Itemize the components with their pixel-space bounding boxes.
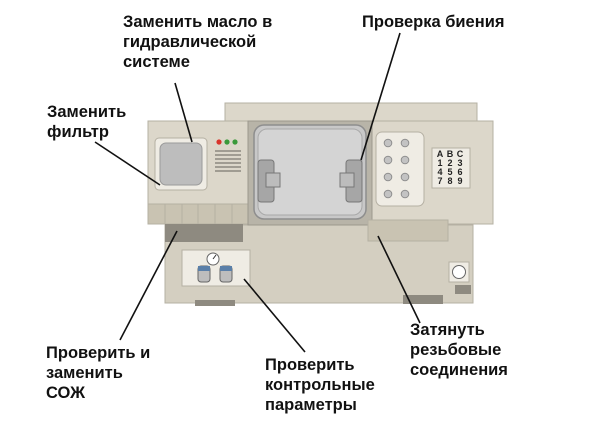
leader-lines — [94, 32, 421, 353]
coolant-cap-right — [220, 266, 232, 271]
label-check-control-params: Проверить контрольные параметры — [265, 356, 375, 414]
machine-top-cap — [224, 102, 478, 124]
keypad-key: 4 — [437, 167, 442, 177]
led-green — [224, 139, 230, 145]
chuck-left — [265, 172, 281, 188]
leader-threaded-joints — [377, 235, 421, 324]
keypad-key: 2 — [447, 158, 452, 168]
leader-runout — [360, 32, 401, 161]
foot-left — [195, 300, 235, 306]
keypad-key: 1 — [437, 158, 442, 168]
foot-side — [455, 285, 471, 294]
label-check-runout: Проверка биения — [362, 13, 505, 31]
foot-right — [403, 295, 443, 304]
keypad-key: 5 — [447, 167, 452, 177]
coolant-cap-left — [198, 266, 210, 271]
keypad-key: 6 — [457, 167, 462, 177]
chuck-right — [339, 172, 355, 188]
keypad-key: 9 — [457, 176, 462, 186]
keypad-key: B — [447, 149, 454, 159]
keypad-key: 8 — [447, 176, 452, 186]
keypad-key: 7 — [437, 176, 442, 186]
keypad-key: A — [437, 149, 444, 159]
keypad-key: 3 — [457, 158, 462, 168]
screen-display — [159, 142, 203, 186]
button-panel — [375, 131, 425, 207]
label-check-replace-coolant: Проверить и заменить СОЖ — [46, 344, 151, 402]
keypad — [431, 147, 471, 189]
led-red — [216, 139, 222, 145]
keypad-key: C — [457, 149, 464, 159]
leader-filter — [94, 141, 161, 186]
power-button — [452, 265, 466, 279]
label-tighten-threaded-joints: Затянуть резьбовые соединения — [410, 321, 508, 379]
label-replace-filter: Заменить фильтр — [47, 103, 127, 141]
led-green-2 — [232, 139, 238, 145]
button-grid — [383, 138, 410, 199]
lower-right-block — [367, 219, 449, 242]
vent-grille — [215, 150, 241, 172]
lower-left-block — [165, 224, 243, 242]
leader-hydraulic-oil — [174, 82, 193, 143]
leader-control-params — [243, 278, 306, 353]
leader-coolant — [119, 230, 178, 341]
label-replace-hydraulic-oil: Заменить масло в гидравлической системе — [123, 13, 273, 71]
